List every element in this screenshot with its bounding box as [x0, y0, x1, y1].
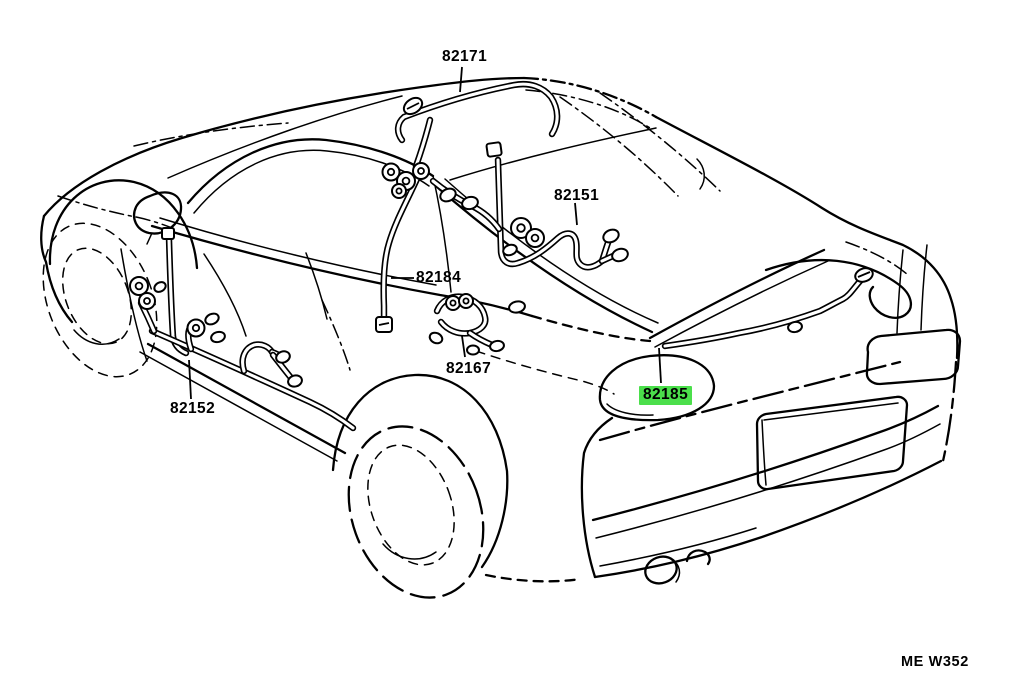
part-label-82184[interactable]: 82184	[416, 269, 462, 286]
part-label-82171[interactable]: 82171	[442, 48, 488, 65]
part-label-82151[interactable]: 82151	[554, 187, 600, 204]
part-label-82167[interactable]: 82167	[446, 360, 492, 377]
drawing-code: ME W352	[901, 654, 969, 670]
harness-connectors	[129, 96, 874, 388]
part-label-82152[interactable]: 82152	[170, 400, 216, 417]
part-label-82185-highlighted[interactable]: 82185	[639, 386, 693, 406]
label-leader-lines	[188, 66, 662, 400]
wiring-harnesses	[141, 84, 861, 428]
wheels	[42, 222, 485, 599]
